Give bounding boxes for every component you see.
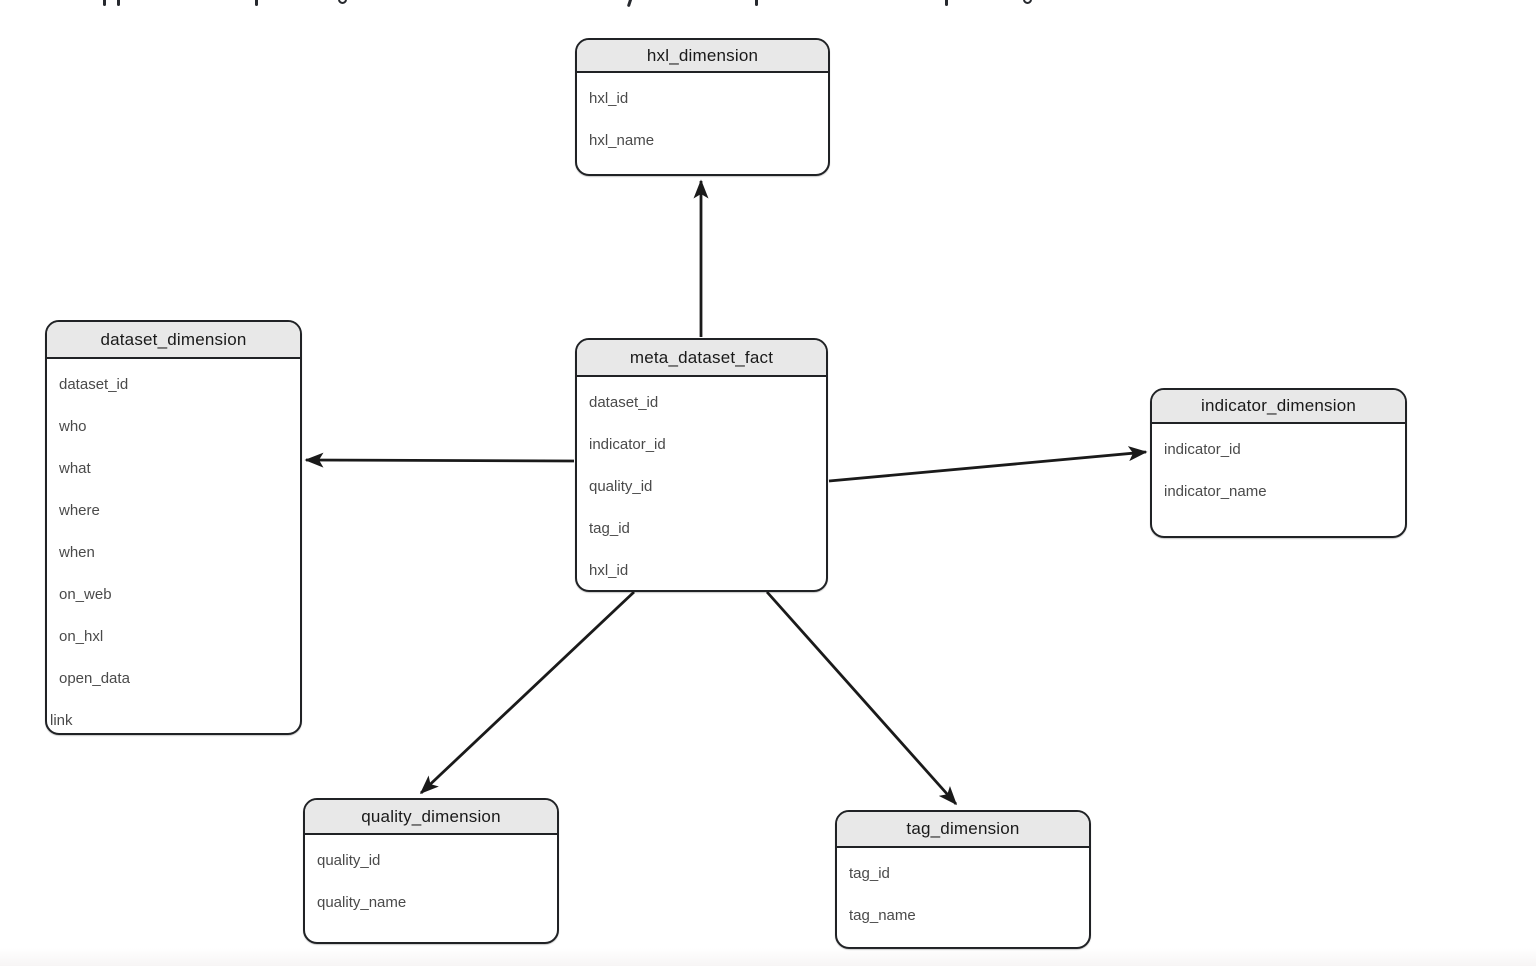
entity-tag_dimension: tag_dimension tag_id tag_name [835,810,1091,949]
entity-field: hxl_name [589,132,655,149]
entity-title: hxl_dimension [577,40,828,73]
entity-title: tag_dimension [837,812,1089,848]
entity-field: indicator_name [1164,483,1267,500]
page-bottom-strip [0,948,1536,966]
entity-field: what [59,460,91,477]
entity-field: when [59,544,95,561]
entity-title: dataset_dimension [47,322,300,359]
entity-field: tag_id [589,520,630,537]
entity-field-list: tag_id tag_name [837,848,1089,937]
cropped-glyph-fragment [755,0,758,6]
entity-field-list: indicator_id indicator_name [1152,424,1405,513]
entity-field: quality_id [317,852,381,869]
entity-quality_dimension: quality_dimension quality_id quality_name [303,798,559,944]
entity-field: tag_id [849,865,890,882]
cropped-glyph-fragment [945,0,948,6]
entity-field: dataset_id [59,376,129,393]
entity-field: who [59,418,87,435]
entity-field-list: hxl_id hxl_name [577,73,828,162]
relationship-arrow-meta_dataset_fact-to-indicator_dimension [828,446,1148,483]
entity-field: open_data [59,670,130,687]
cropped-glyph-fragment [338,0,347,4]
cropped-glyph-fragment [255,0,258,6]
entity-field: where [59,502,100,519]
entity-title: quality_dimension [305,800,557,835]
entity-field: link [50,712,73,729]
entity-field: indicator_id [1164,441,1241,458]
entity-field-list: quality_id quality_name [305,835,557,924]
entity-field: on_hxl [59,628,104,645]
entity-field: tag_name [849,907,916,924]
entity-field: quality_name [317,894,407,911]
entity-field: on_web [59,586,112,603]
entity-field: indicator_id [589,436,666,453]
entity-field: dataset_id [589,394,659,411]
entity-title: meta_dataset_fact [577,340,826,377]
entity-field: quality_id [589,478,653,495]
relationship-arrow-meta_dataset_fact-to-quality_dimension [419,590,635,795]
entity-field: hxl_id [589,90,629,107]
entity-title: indicator_dimension [1152,390,1405,424]
entity-hxl_dimension: hxl_dimension hxl_id hxl_name [575,38,830,176]
relationship-arrow-meta_dataset_fact-to-dataset_dimension [304,452,575,468]
cropped-glyph-fragment [103,0,106,6]
cropped-glyph-fragment [117,0,120,6]
cropped-glyph-fragment [1023,0,1032,4]
relationship-arrow-meta_dataset_fact-to-tag_dimension [765,591,958,806]
entity-field: hxl_id [589,562,629,579]
cropped-glyph-fragment [626,0,633,8]
